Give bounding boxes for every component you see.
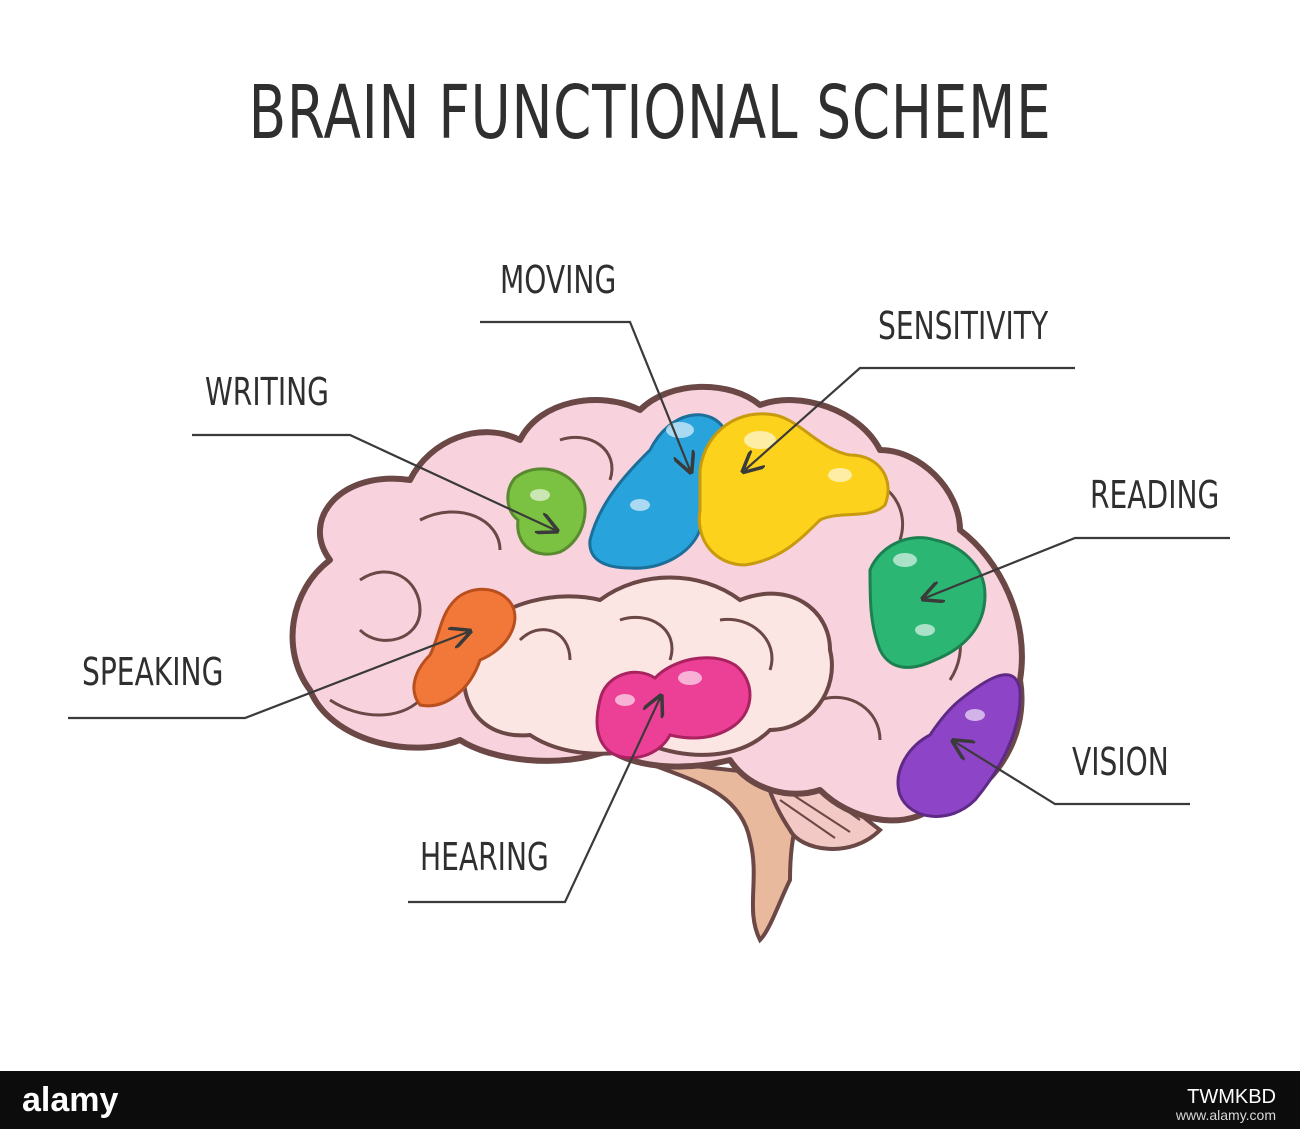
label-hearing: HEARING (420, 835, 549, 879)
leader-reading (925, 536, 1230, 598)
stock-logo: alamy (22, 1081, 119, 1119)
label-reading: READING (1090, 473, 1220, 517)
leader-writing (192, 433, 555, 530)
stock-image-id: TWMKBD (1187, 1086, 1276, 1108)
label-vision: VISION (1072, 740, 1169, 784)
diagram-title: BRAIN FUNCTIONAL SCHEME (248, 70, 1052, 156)
region-hearing (595, 656, 752, 760)
label-writing: WRITING (205, 370, 329, 414)
leader-moving (480, 320, 690, 470)
leader-vision (955, 742, 1190, 806)
leader-speaking (68, 632, 468, 720)
region-writing (506, 467, 587, 556)
stock-url: www.alamy.com (1175, 1107, 1276, 1123)
label-speaking: SPEAKING (82, 650, 224, 694)
leader-sensitivity (745, 366, 1075, 470)
label-sensitivity: SENSITIVITY (878, 304, 1049, 348)
leader-hearing (408, 698, 660, 904)
stock-footer: alamy TWMKBD www.alamy.com (0, 1071, 1300, 1129)
label-moving: MOVING (500, 258, 617, 302)
brain-diagram (68, 320, 1230, 944)
